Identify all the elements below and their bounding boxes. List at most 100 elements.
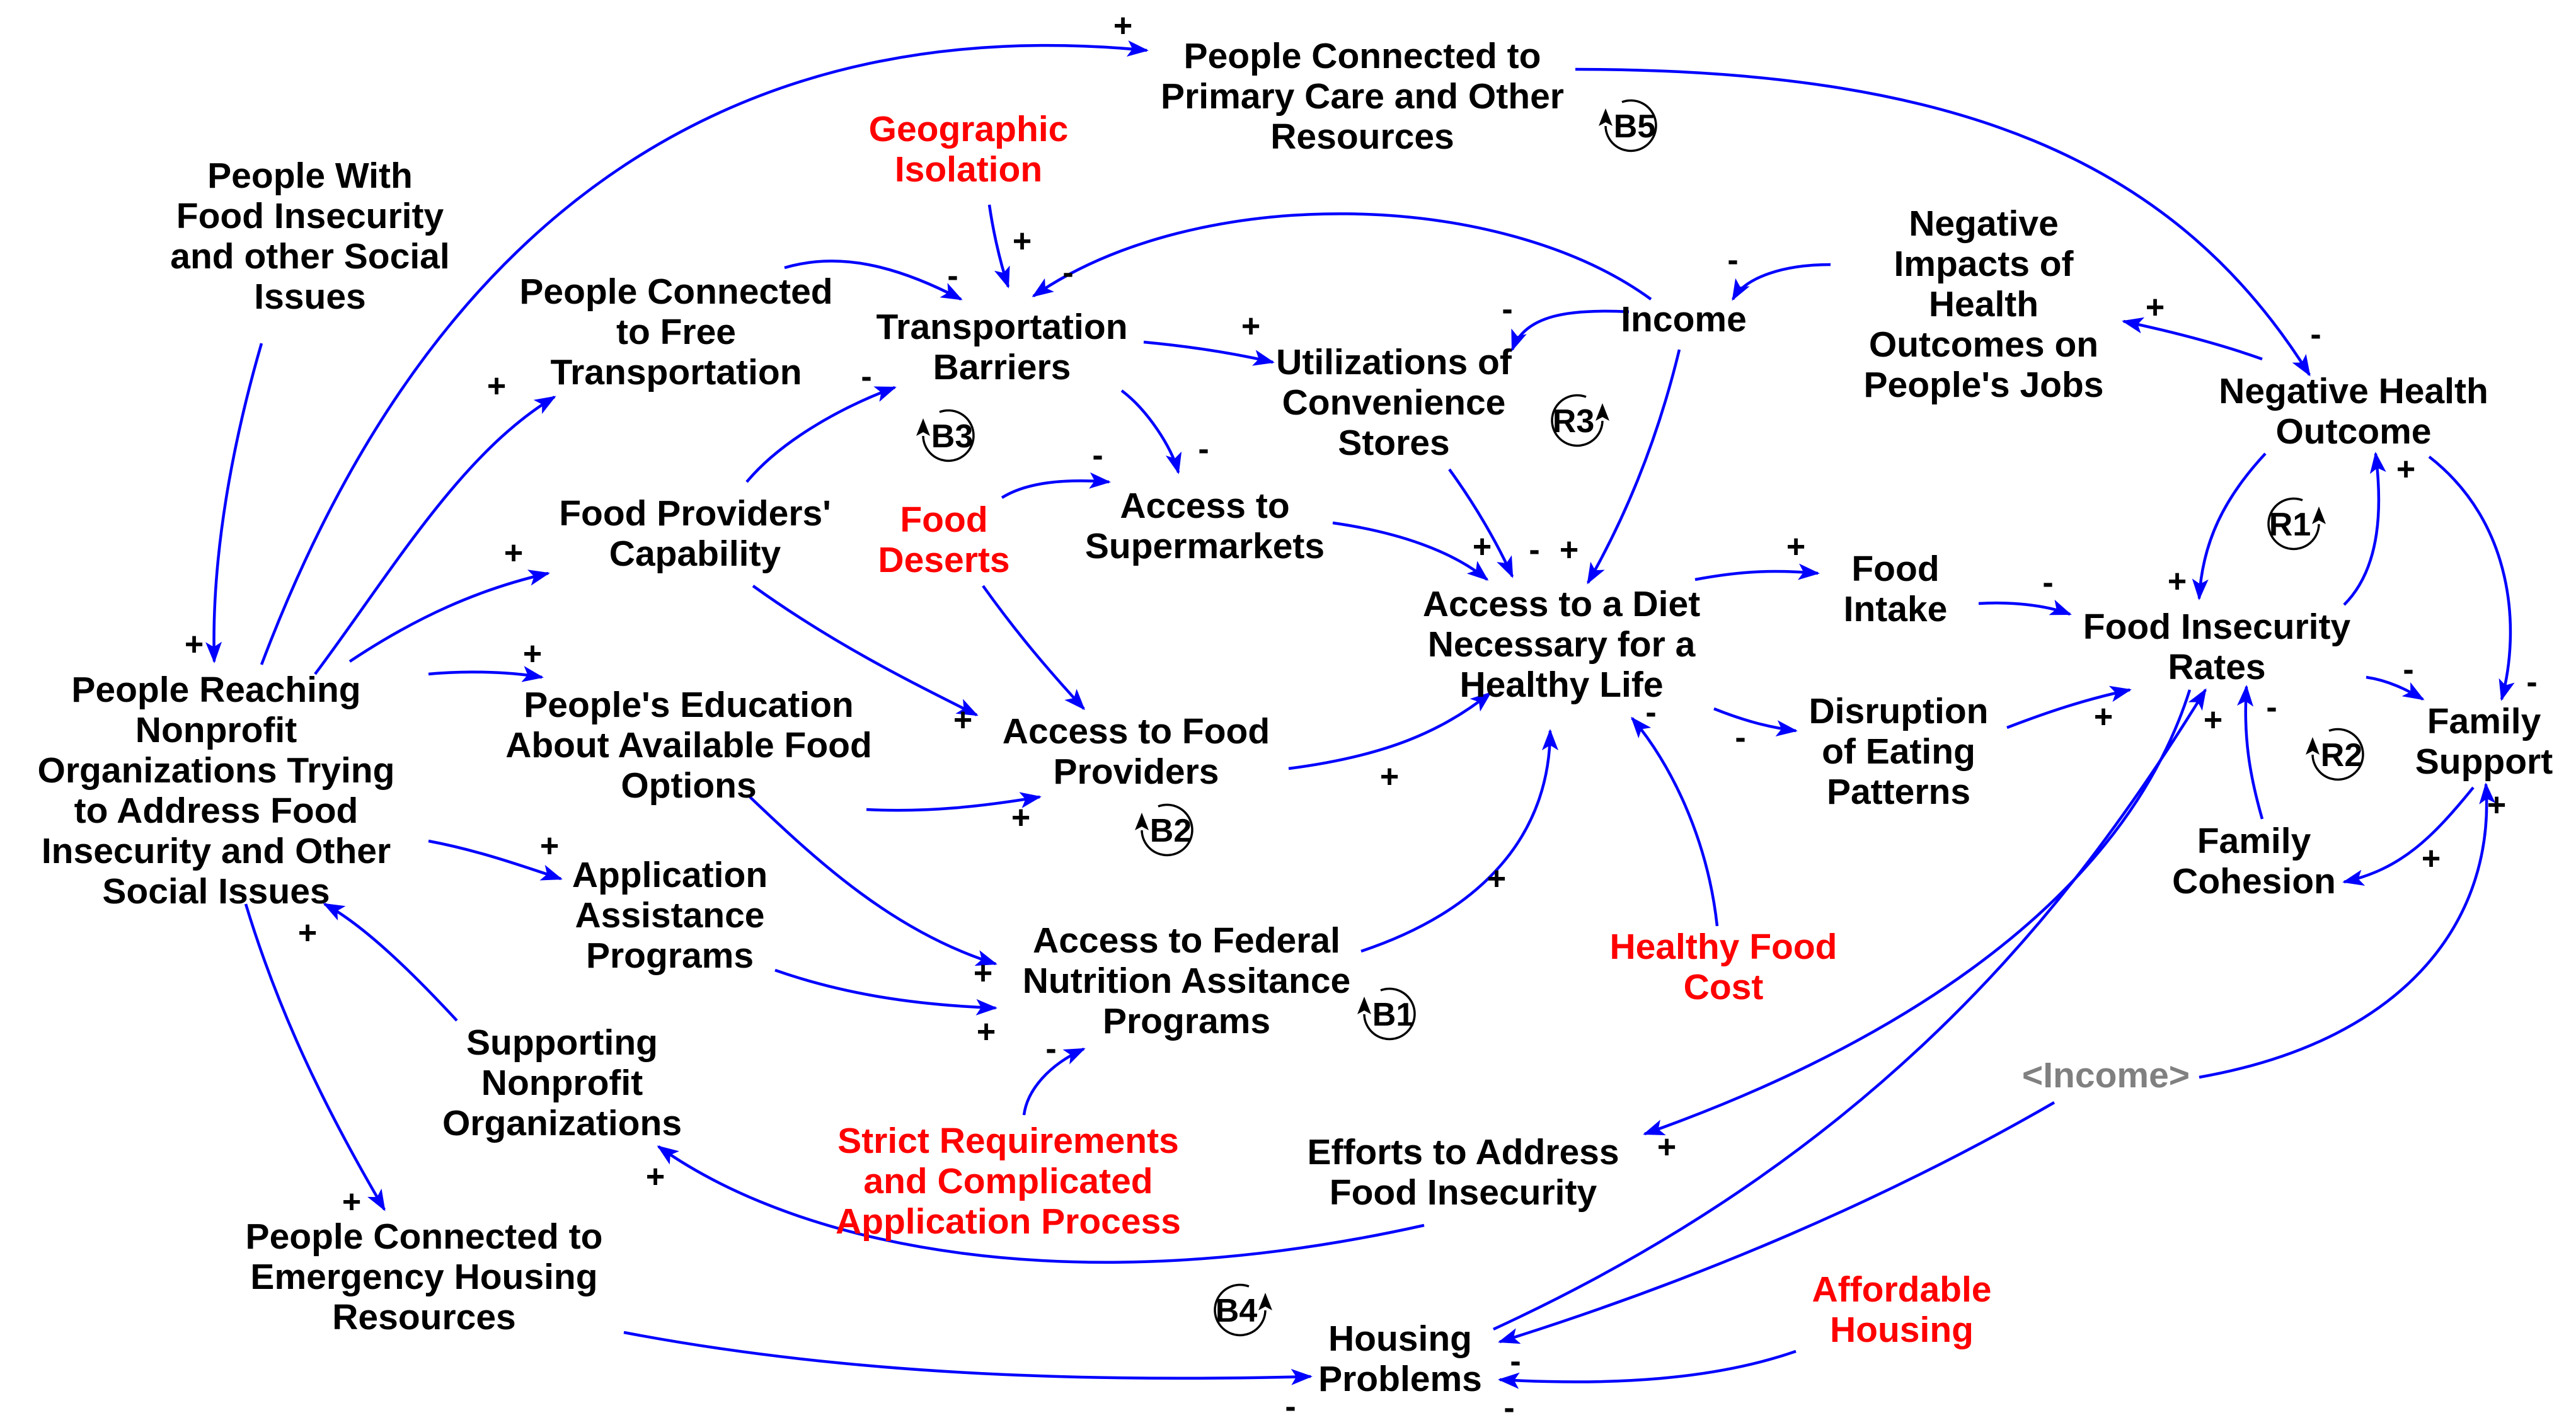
node-line: People Reaching (71, 670, 360, 710)
loop-r1: R1 (2267, 497, 2326, 551)
node-line: Access to (1120, 486, 1289, 526)
sign-neghealth-to-fir: + (2168, 563, 2187, 600)
link-fir-to-neghealth (2343, 452, 2386, 606)
node-line: Programs (586, 936, 754, 976)
node-line: Issues (254, 277, 365, 317)
link-housing-to-fir (1493, 688, 2207, 1331)
node-line: Cost (1684, 967, 1764, 1007)
node-line: Rates (2168, 647, 2265, 687)
node-line: Family (2197, 821, 2311, 861)
node-line: People's Education (524, 685, 854, 725)
node-line: People's Jobs (1863, 365, 2103, 405)
sign-strict-to-federal: - (1045, 1031, 1056, 1067)
link-reach-to-transport (314, 396, 556, 675)
node-line: Assistance (575, 895, 764, 936)
loop-r2-label: R2 (2321, 737, 2362, 774)
loop-b4: B4 (1214, 1283, 1272, 1337)
node-line: Housing (1328, 1319, 1472, 1359)
loop-b4-label: B4 (1216, 1293, 1258, 1329)
node-line: Providers (1054, 752, 1219, 792)
sign-reach-to-primary: + (1113, 8, 1132, 44)
node-food-providers-capability: Food Providers'Capability (559, 493, 831, 574)
link-family-to-cohesion (2342, 786, 2475, 886)
node-line: Application (572, 855, 768, 895)
sign-supporting-to-reach: + (298, 915, 317, 951)
node-line: Healthy Food (1609, 927, 1837, 967)
loop-b2-label: B2 (1150, 813, 1192, 849)
link-affordable-to-housing (1498, 1349, 1797, 1389)
node-line: Outcomes on (1869, 324, 2098, 365)
node-line: About Available Food (505, 725, 872, 765)
sign-pwfi-to-reach: + (185, 626, 204, 663)
loop-b3-circle (916, 409, 975, 462)
node-line: Organizations Trying (38, 750, 395, 791)
node-line: <Income> (2022, 1055, 2190, 1096)
sign-disruption-to-fir: + (2094, 699, 2113, 735)
sign-reach-to-capability: + (504, 535, 523, 571)
link-incomeshadow-to-housing (1498, 1101, 2056, 1344)
sign-capability-to-access-food: + (953, 702, 972, 738)
link-diet-to-disruption (1713, 707, 1798, 737)
node-line: Social Issues (102, 871, 330, 912)
link-cohesion-to-fir (2237, 685, 2264, 820)
node-line: Negative Health (2219, 371, 2488, 411)
loop-b1-label: B1 (1372, 997, 1414, 1033)
sign-transport-to-barriers: - (947, 258, 958, 294)
sign-affordable-to-housing: - (1504, 1390, 1514, 1425)
node-line: Impacts of (1894, 244, 2074, 284)
node-line: Resources (1270, 117, 1454, 157)
loop-b1: B1 (1357, 987, 1416, 1041)
sign-convenience-to-diet: - (1529, 532, 1539, 568)
loop-b3-label: B3 (931, 418, 973, 455)
node-line: Negative (1909, 203, 2059, 244)
node-line: Nutrition Assitance (1023, 961, 1350, 1001)
node-line: People Connected to (1184, 36, 1541, 76)
sign-reach-to-education: + (523, 636, 542, 672)
node-line: Affordable (1812, 1269, 1992, 1310)
link-access-food-to-diet (1288, 692, 1492, 770)
link-neghealth-to-fir (2192, 452, 2267, 600)
loop-b3: B3 (916, 409, 975, 462)
link-barriers-to-convenience (1143, 340, 1275, 366)
link-reach-to-primary-care (260, 40, 1149, 665)
link-neghealth-to-negimpacts (2122, 317, 2263, 361)
node-line: Utilizations of (1276, 342, 1512, 382)
node-line: People With (207, 156, 413, 196)
node-line: Supermarkets (1085, 526, 1325, 566)
node-line: People Connected to (246, 1216, 603, 1257)
node-line: Organizations (442, 1103, 682, 1143)
link-negimpacts-to-income (1732, 263, 1831, 301)
sign-neghealth-to-family: - (2526, 664, 2537, 701)
node-line: and other Social (170, 236, 449, 277)
link-strict-to-federal (1022, 1047, 1086, 1116)
loop-r1-label: R1 (2269, 506, 2311, 543)
sign-supermarkets-to-diet: + (1473, 529, 1492, 565)
node-line: Emergency Housing (250, 1257, 597, 1297)
sign-federal-to-diet: + (1487, 861, 1506, 897)
sign-geographic-to-barriers: + (1013, 223, 1032, 260)
sign-efforts-to-supporting: + (646, 1159, 665, 1195)
loop-b5-label: B5 (1614, 108, 1655, 145)
sign-diet-to-disruption: - (1735, 719, 1745, 756)
link-education-to-access-food (866, 792, 1042, 812)
node-line: Support (2415, 741, 2553, 782)
sign-income-to-diet: + (1560, 532, 1578, 568)
sign-income-to-barriers: - (1062, 255, 1073, 291)
sign-access-food-to-diet: + (1380, 758, 1399, 795)
link-deserts-to-supermarkets (1001, 472, 1111, 499)
node-line: to Free (616, 312, 736, 352)
sign-intake-to-fir: - (2042, 564, 2053, 601)
node-line: Necessary for a (1428, 624, 1696, 665)
